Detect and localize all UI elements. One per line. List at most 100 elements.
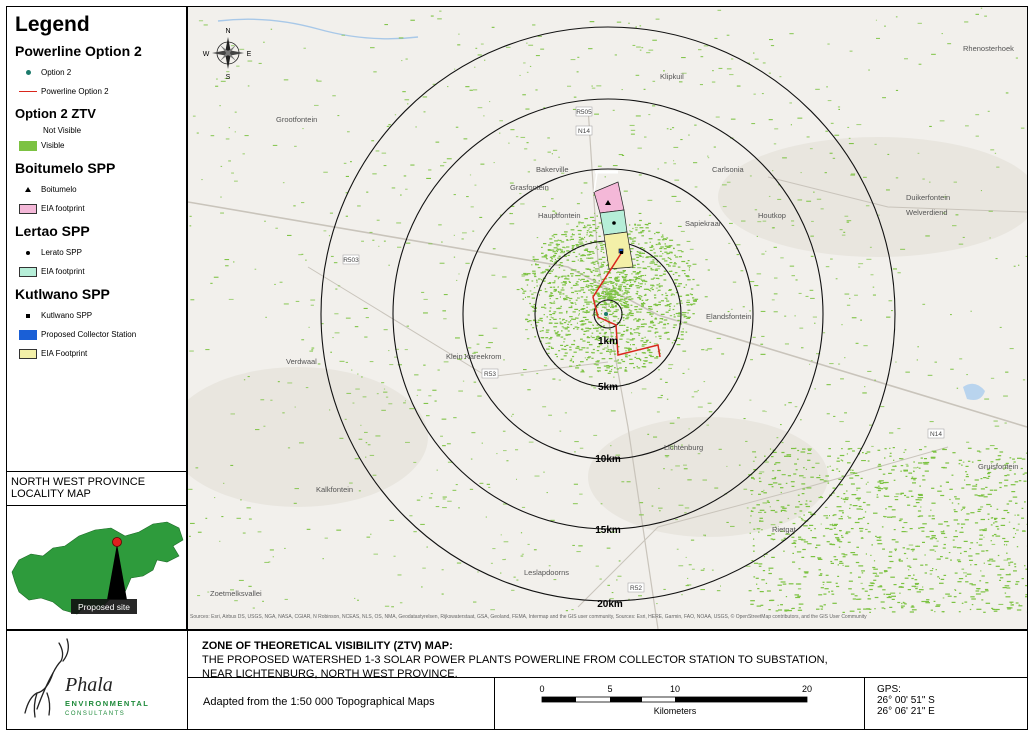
triangle-icon — [25, 187, 31, 192]
legend-heading-powerline: Powerline Option 2 — [15, 43, 142, 59]
legend-item-boitumelo: Boitumelo — [15, 181, 186, 198]
river — [217, 18, 419, 40]
kutlwano-marker — [620, 251, 623, 254]
locality-title: NORTH WEST PROVINCE LOCALITY MAP — [6, 472, 187, 506]
place-label: Lichtenburg — [664, 443, 703, 452]
logo-sub2: CONSULTANTS — [65, 711, 125, 717]
province-shape — [11, 521, 184, 615]
road-shield: R503 — [343, 257, 359, 264]
place-label: Carlsonia — [712, 165, 745, 174]
location-pointer — [107, 544, 127, 600]
proposed-site-label: Proposed site — [78, 602, 130, 612]
antelope-icon — [24, 638, 69, 718]
black-square-icon — [26, 313, 30, 318]
place-label: Elandsfontein — [706, 312, 751, 321]
ring-label-1km: 1km — [598, 336, 618, 347]
svg-text:E: E — [247, 51, 252, 58]
title-block: Phala ENVIRONMENTAL CONSULTANTS ZONE OF … — [6, 630, 1028, 730]
ring-15km — [392, 98, 824, 530]
compass-rose-icon: N S E W — [203, 28, 252, 81]
scale-tick-label: 0 — [539, 684, 544, 694]
mint-swatch — [19, 266, 37, 277]
place-label: Klipkuil — [660, 72, 684, 81]
logo-name: Phala — [64, 674, 113, 696]
blue-swatch — [19, 329, 37, 340]
place-label: Houtkop — [758, 211, 786, 220]
site-connector — [593, 172, 598, 193]
ring-20km — [320, 26, 896, 602]
legend-heading-boitumelo: Boitumelo SPP — [15, 160, 116, 176]
ring-label-10km: 10km — [595, 454, 621, 465]
legend-item-lerato-footprint: EIA footprint — [15, 263, 186, 280]
legend-heading-lertao: Lertao SPP — [15, 223, 90, 239]
legend-item-powerline: Powerline Option 2 — [15, 83, 186, 100]
legend-item-visible: Visible — [15, 137, 186, 154]
ring-10km — [462, 168, 754, 460]
locality-map: Proposed site — [6, 506, 187, 630]
scale-tick-label: 5 — [607, 684, 612, 694]
legend-item-boitumelo-footprint: EIA footprint — [15, 200, 186, 217]
gps-coordinates: GPS: 26° 00' 51" S 26° 06' 21" E — [865, 677, 1028, 730]
road-shield: N14 — [930, 431, 942, 438]
gps-longitude: 26° 06' 21" E — [877, 706, 935, 717]
place-label: Rhenosterhoek — [963, 44, 1014, 53]
ring-label-5km: 5km — [598, 382, 618, 393]
place-label: Grootfontein — [276, 115, 317, 124]
place-label: Kalkfontein — [316, 485, 353, 494]
place-label: Leslapdoorns — [524, 568, 569, 577]
company-logo: Phala ENVIRONMENTAL CONSULTANTS — [7, 631, 188, 730]
scale-bar: 0 5 10 20 Kilometers — [495, 677, 865, 730]
yellow-swatch — [19, 348, 37, 359]
map-title: ZONE OF THEORETICAL VISIBILITY (ZTV) MAP… — [202, 639, 828, 681]
road-shield: N14 — [578, 128, 590, 135]
boitumelo-marker — [605, 200, 611, 205]
ring-label-15km: 15km — [595, 525, 621, 536]
legend-item-kutlwano-footprint: EIA Footprint — [15, 345, 186, 362]
lerato-marker — [612, 221, 616, 225]
kutlwano-footprint — [603, 231, 634, 270]
map-title-heading: ZONE OF THEORETICAL VISIBILITY (ZTV) MAP… — [202, 640, 453, 652]
place-label: Hauptfontein — [538, 211, 581, 220]
place-label: Rietgat — [772, 525, 797, 534]
place-label: Welverdiend — [906, 208, 948, 217]
legend-item-not-visible: Not Visible — [43, 126, 82, 135]
buffer-rings — [320, 26, 896, 602]
source-note: Adapted from the 1:50 000 Topographical … — [188, 677, 495, 730]
place-label: Bakerville — [536, 165, 569, 174]
legend-item-kutlwano: Kutlwano SPP — [15, 307, 186, 324]
svg-text:W: W — [203, 51, 210, 58]
svg-text:S: S — [226, 74, 231, 81]
red-line-icon — [19, 91, 37, 92]
map-attribution: Sources: Esri, Airbus DS, USGS, NGA, NAS… — [190, 614, 867, 620]
scale-tick-label: 10 — [670, 684, 680, 694]
legend-item-lerato: Lerato SPP — [15, 244, 186, 261]
ring-1km — [593, 299, 623, 329]
legend-heading-ztv: Option 2 ZTV — [15, 106, 96, 121]
ring-label-20km: 20km — [597, 599, 623, 610]
eia-footprints — [593, 181, 634, 270]
scale-tick-label: 20 — [802, 684, 812, 694]
powerline-option2 — [592, 251, 661, 358]
lake — [963, 383, 985, 400]
terrain-layer — [188, 137, 1027, 537]
road-shield: R53 — [484, 371, 496, 378]
scale-unit: Kilometers — [654, 706, 697, 716]
road-shield: R52 — [630, 585, 642, 592]
place-label: Grasfontein — [510, 183, 549, 192]
place-label: Verdwaal — [286, 357, 317, 366]
logo-sub1: ENVIRONMENTAL — [65, 699, 149, 708]
visible-swatch — [19, 140, 37, 151]
place-label: Zoetmelksvallei — [210, 589, 262, 598]
black-dot-icon — [26, 250, 30, 255]
option2-marker — [604, 312, 608, 316]
legend-item-collector-station: Proposed Collector Station — [15, 326, 186, 343]
gps-latitude: 26° 00' 51" S — [877, 695, 935, 706]
legend-panel: Legend Powerline Option 2 Option 2 Power… — [6, 6, 187, 472]
place-label: Klein Kareekrom — [446, 352, 501, 361]
svg-text:N: N — [225, 28, 230, 35]
teal-dot-icon — [25, 70, 31, 75]
proposed-site-marker — [112, 537, 122, 547]
ztv-map[interactable]: 1km 5km 10km 15km 20km Grootfontein Klip… — [187, 6, 1028, 630]
legend-item-option2: Option 2 — [15, 64, 186, 81]
legend-title: Legend — [15, 13, 90, 36]
